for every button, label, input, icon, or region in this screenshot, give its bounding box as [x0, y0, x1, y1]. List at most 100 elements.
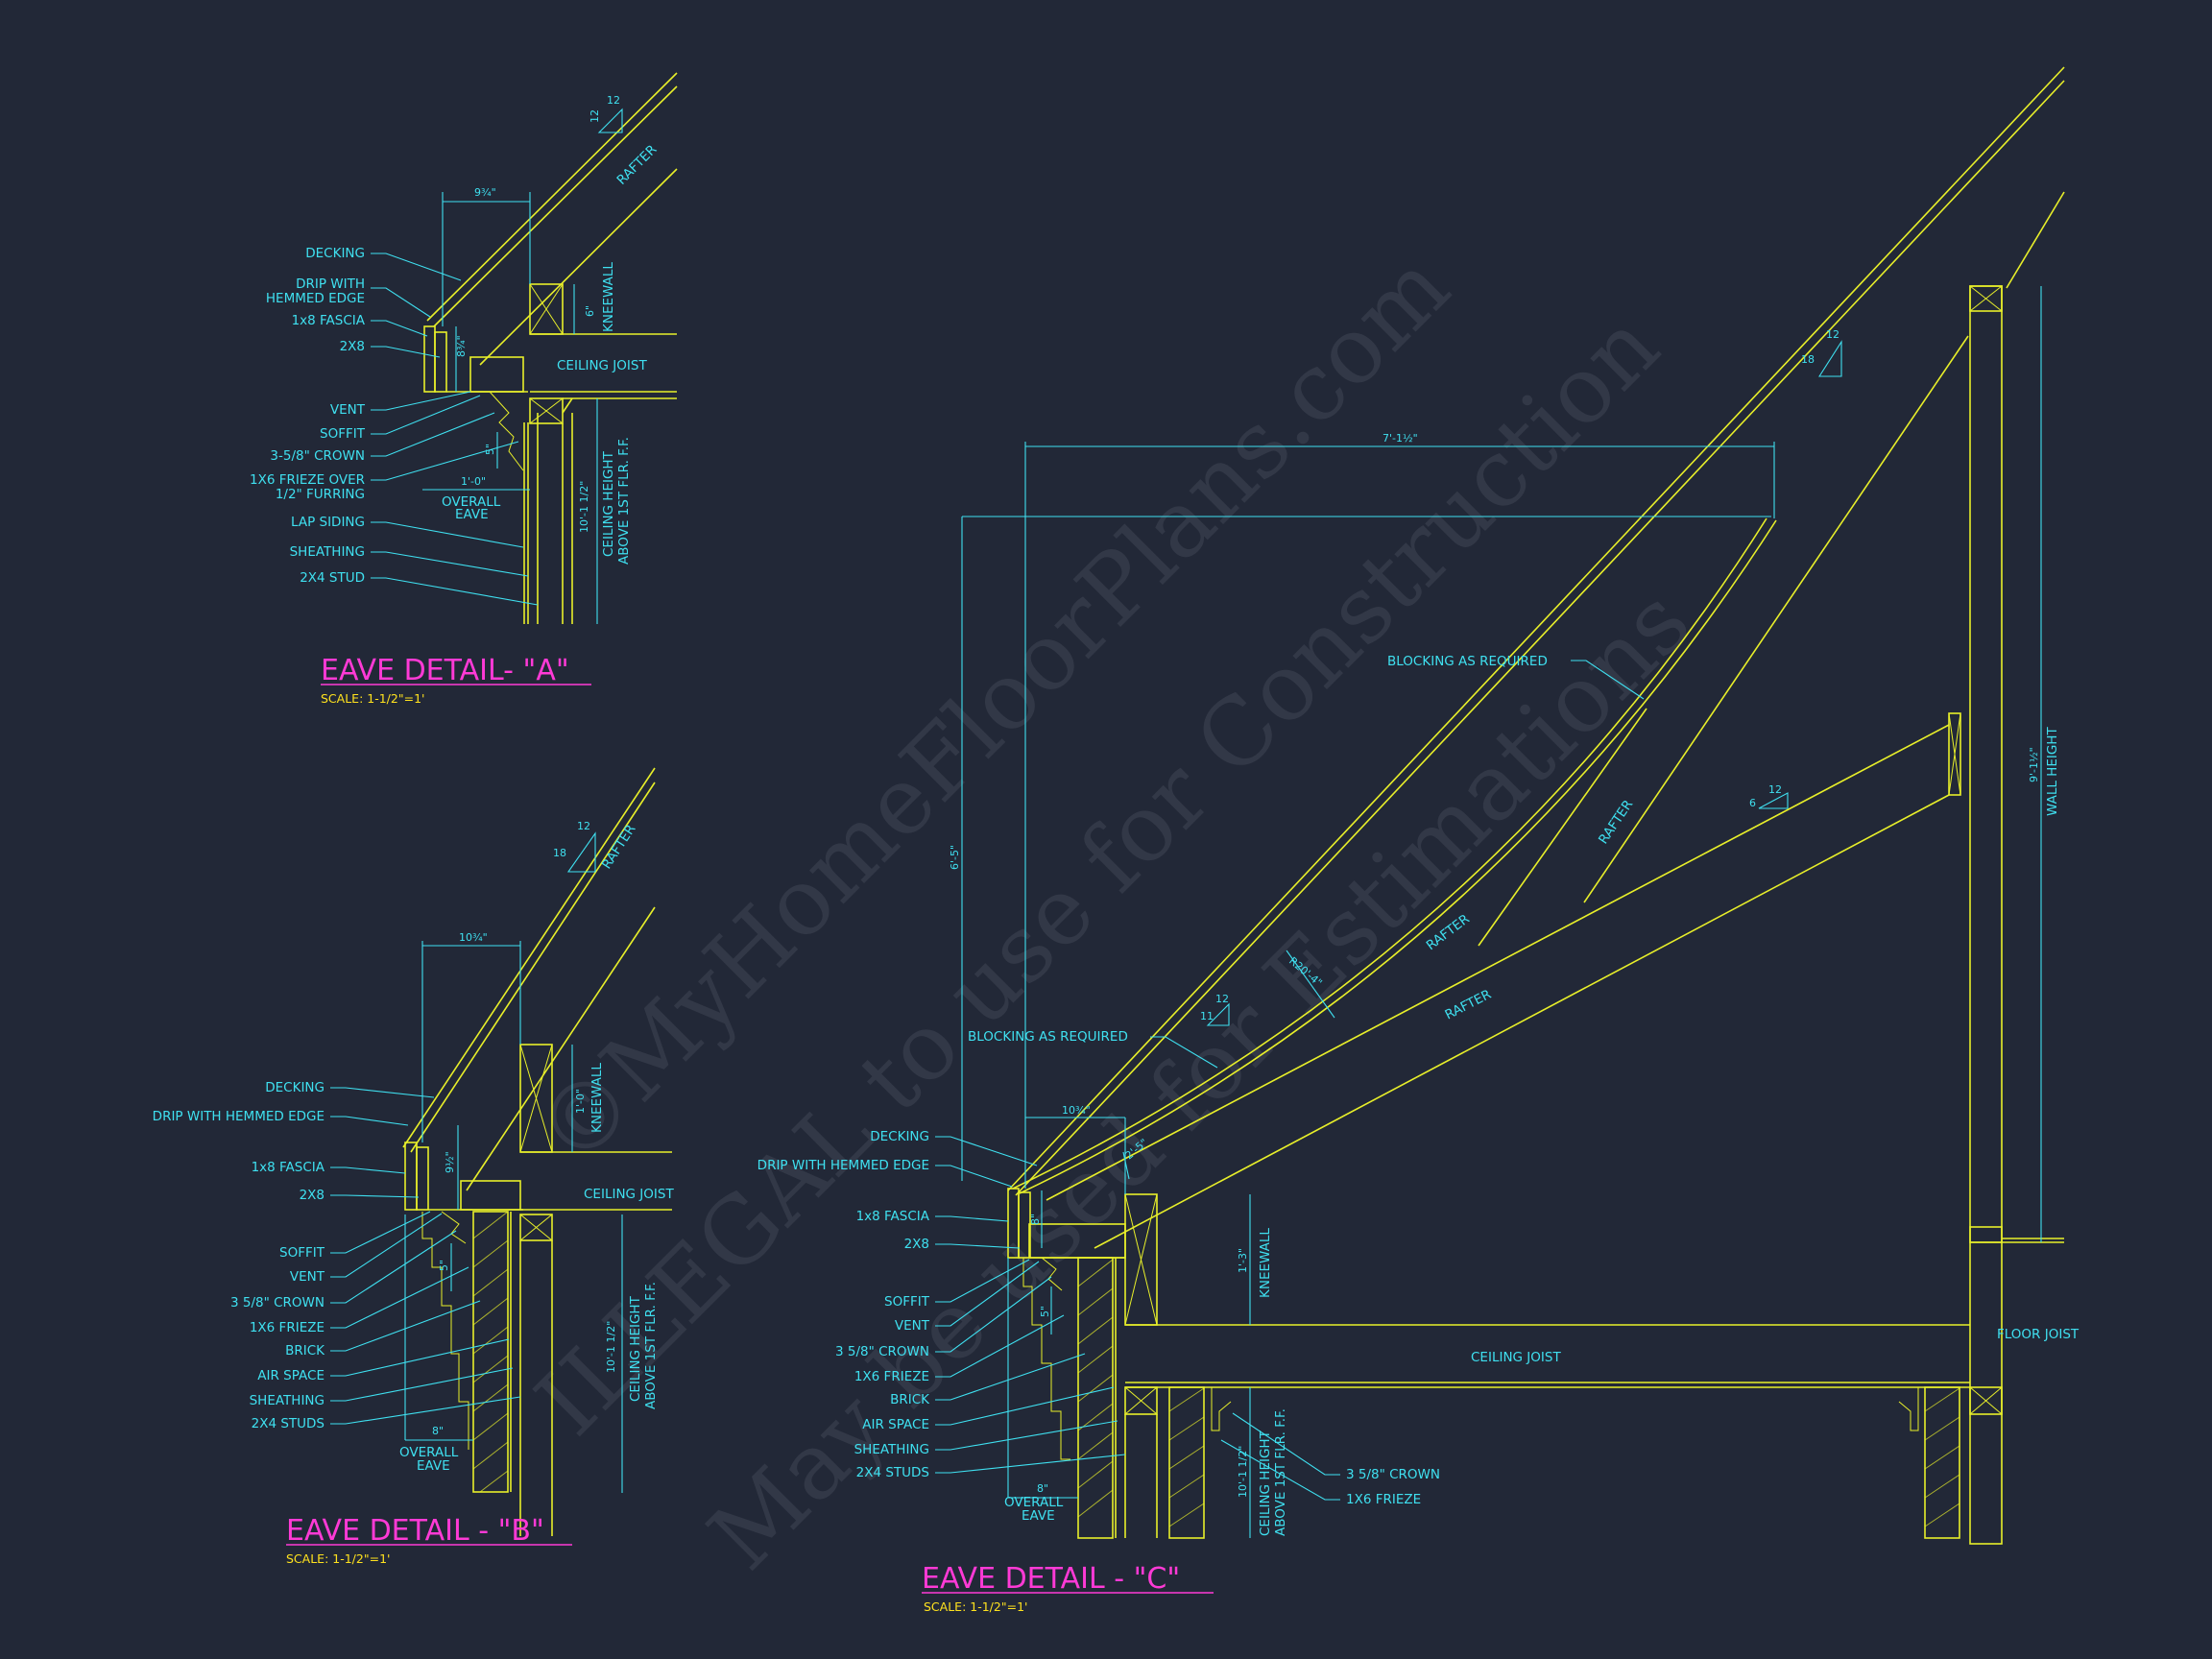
label-a-stud: 2X4 STUD: [300, 570, 365, 586]
label-a-ch1: CEILING HEIGHT: [601, 450, 616, 557]
title-detail-b: EAVE DETAIL - "B": [286, 1514, 544, 1548]
dim-c-knee: 1'-3": [1237, 1248, 1249, 1273]
pitch-a-run: 12: [589, 109, 601, 123]
label-b-ch2: ABOVE 1ST FLR. F.F.: [643, 1282, 659, 1409]
label-b-crown: 3 5/8" CROWN: [230, 1295, 325, 1310]
dim-a-ceiling: 10'-1 1/2": [578, 481, 590, 533]
dim-b-crown: 5": [438, 1260, 450, 1271]
label-c-ch1: CEILING HEIGHT: [1258, 1430, 1273, 1536]
pitch-c-a-run: 18: [1801, 353, 1815, 366]
pitch-c-b-rise: 12: [1768, 783, 1782, 796]
label-c-studs: 2X4 STUDS: [856, 1465, 929, 1480]
label-a-drip2: HEMMED EDGE: [266, 291, 365, 306]
dim-c-top: 10¾": [1062, 1104, 1091, 1117]
label-b-2x8: 2X8: [300, 1188, 325, 1203]
label-c-frieze-right: 1X6 FRIEZE: [1346, 1492, 1421, 1507]
label-c-drip: DRIP WITH HEMMED EDGE: [757, 1158, 929, 1173]
dim-c-rise: 6'-5": [949, 845, 961, 870]
label-c-crown: 3 5/8" CROWN: [835, 1344, 929, 1359]
dim-b-fascia: 9½": [444, 1151, 456, 1173]
pitch-c-b-run: 6: [1749, 797, 1756, 809]
label-a-2x8: 2X8: [340, 339, 365, 354]
label-a-frieze2: 1/2" FURRING: [276, 487, 365, 502]
dim-a-knee: 6": [584, 305, 596, 317]
label-c-kneewall: KNEEWALL: [1258, 1228, 1273, 1298]
dim-c-wall: 9'-1½": [2028, 747, 2040, 782]
label-b-decking: DECKING: [265, 1080, 325, 1095]
label-c-air: AIR SPACE: [862, 1417, 929, 1432]
label-c-sheathing: SHEATHING: [854, 1442, 929, 1457]
dim-c-fascia: 8": [1029, 1214, 1042, 1225]
eave-detail-c: 7'-1½" 6'-5" 9'-1½" 10¾" 8" 5" 8" 1'-3" …: [757, 66, 2080, 1614]
label-b-fascia: 1x8 FASCIA: [252, 1160, 325, 1175]
label-b-air: AIR SPACE: [257, 1368, 325, 1383]
pitch-b-rise: 12: [577, 820, 590, 832]
label-c-ceiling-joist: CEILING JOIST: [1471, 1350, 1561, 1365]
label-a-fascia: 1x8 FASCIA: [292, 313, 366, 328]
brick-hatch-c: [1077, 1259, 1114, 1518]
label-c-wall-height: WALL HEIGHT: [2045, 727, 2060, 816]
dim-a-fascia: 8¾": [455, 335, 468, 357]
pitch-c-a-rise: 12: [1826, 328, 1839, 341]
label-a-ch2: ABOVE 1ST FLR. F.F.: [616, 437, 632, 565]
label-b-frieze: 1X6 FRIEZE: [250, 1320, 325, 1335]
label-b-ceiling-joist: CEILING JOIST: [584, 1187, 674, 1202]
title-detail-c: EAVE DETAIL - "C": [922, 1562, 1180, 1596]
dim-c-ceiling: 10'-1 1/2": [1237, 1446, 1249, 1498]
label-c-floor-joist: FLOOR JOIST: [1997, 1327, 2080, 1342]
pitch-c-c-run: 11: [1200, 1010, 1214, 1022]
label-c-vent: VENT: [895, 1318, 930, 1334]
label-b-brick: BRICK: [285, 1343, 325, 1358]
inner-wall-hatch: [1168, 1387, 1205, 1527]
dim-b-top: 10¾": [459, 931, 488, 944]
label-a-overall1: OVERALL: [442, 494, 501, 510]
label-c-decking: DECKING: [870, 1129, 929, 1144]
dim-c-crown: 5": [1039, 1306, 1051, 1317]
dim-b-knee: 1'-0": [574, 1089, 587, 1114]
label-b-vent: VENT: [290, 1269, 325, 1285]
pitch-a-rise: 12: [607, 94, 620, 107]
title-detail-a: EAVE DETAIL- "A": [321, 654, 569, 687]
label-a-overall2: EAVE: [455, 507, 489, 522]
label-a-sheathing: SHEATHING: [290, 544, 365, 560]
label-c-fascia: 1x8 FASCIA: [856, 1209, 930, 1224]
label-c-soffit: SOFFIT: [884, 1294, 930, 1310]
label-c-2x8: 2X8: [904, 1237, 929, 1252]
label-a-soffit: SOFFIT: [320, 426, 366, 442]
label-c-brick: BRICK: [890, 1392, 930, 1407]
label-b-overall2: EAVE: [417, 1458, 450, 1474]
label-a-drip1: DRIP WITH: [296, 276, 365, 292]
label-a-vent: VENT: [330, 402, 366, 418]
right-wall-hatch: [1924, 1387, 1960, 1527]
label-a-crown: 3-5/8" CROWN: [270, 448, 365, 464]
pitch-b-run: 18: [553, 847, 566, 859]
label-b-sheathing: SHEATHING: [250, 1393, 325, 1408]
dim-c-eave: 8": [1037, 1482, 1048, 1495]
label-b-ch1: CEILING HEIGHT: [628, 1295, 643, 1402]
dim-a-crown: 5": [484, 444, 496, 455]
label-a-lap-siding: LAP SIDING: [291, 515, 365, 530]
dim-c-span: 7'-1½": [1382, 432, 1418, 445]
label-a-decking: DECKING: [305, 246, 365, 261]
label-c-ch2: ABOVE 1ST FLR. F.F.: [1273, 1408, 1288, 1536]
label-c-blocking-lower: BLOCKING AS REQUIRED: [968, 1029, 1128, 1045]
label-b-studs: 2X4 STUDS: [252, 1416, 325, 1431]
dim-a-eave: 1'-0": [461, 475, 486, 488]
brick-hatch-b: [472, 1211, 509, 1493]
label-a-kneewall: KNEEWALL: [601, 262, 616, 332]
label-b-drip: DRIP WITH HEMMED EDGE: [153, 1109, 325, 1124]
label-c-overall2: EAVE: [1022, 1508, 1055, 1524]
label-b-overall1: OVERALL: [399, 1445, 459, 1460]
pitch-c-c-rise: 12: [1215, 993, 1229, 1005]
label-b-kneewall: KNEEWALL: [589, 1063, 605, 1133]
label-c-crown-right: 3 5/8" CROWN: [1346, 1467, 1440, 1482]
label-a-ceiling-joist: CEILING JOIST: [557, 358, 647, 373]
dim-b-ceiling: 10'-1 1/2": [605, 1321, 617, 1373]
label-b-soffit: SOFFIT: [279, 1245, 325, 1261]
dim-a-top: 9¾": [474, 186, 496, 199]
label-a-frieze1: 1X6 FRIEZE OVER: [250, 472, 365, 488]
scale-detail-b: SCALE: 1-1/2"=1': [286, 1551, 390, 1566]
label-c-blocking-upper: BLOCKING AS REQUIRED: [1387, 654, 1548, 669]
scale-detail-a: SCALE: 1-1/2"=1': [321, 691, 424, 706]
